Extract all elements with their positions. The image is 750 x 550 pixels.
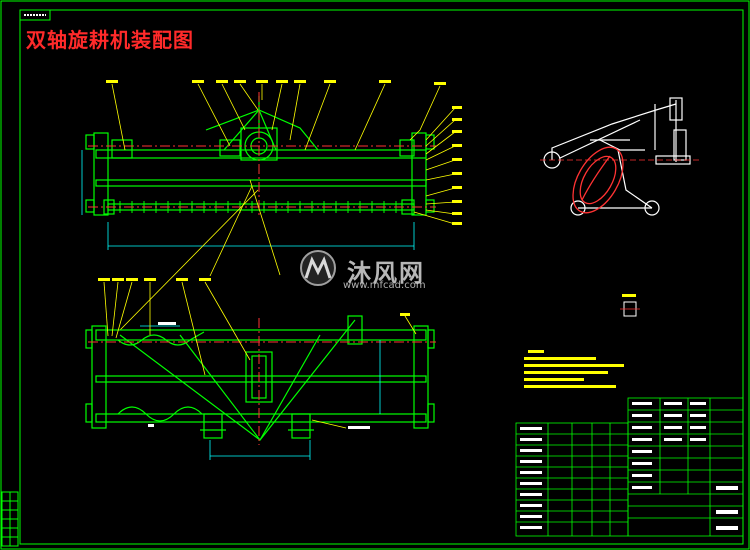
top-left-label-box [19, 9, 51, 21]
watermark-brand: 沐风网 [347, 259, 425, 287]
top-dimension-lines [140, 325, 381, 460]
top-dimension-labels [148, 322, 370, 429]
front-leader-lines [111, 83, 456, 331]
top-view [85, 278, 436, 460]
top-center-lines [88, 318, 436, 445]
detail-section [620, 294, 640, 317]
side-view [540, 97, 700, 216]
top-leader-lines [103, 281, 417, 429]
top-balloon-markers [98, 278, 410, 316]
parts-list-table [515, 397, 744, 537]
front-dimension-lines [81, 150, 415, 250]
watermark-url: www.mfcad.com [343, 280, 426, 291]
drawing-title: 双轴旋耕机装配图 [26, 28, 194, 52]
front-view [81, 80, 462, 331]
parts-list-text [520, 402, 738, 530]
technical-notes [524, 350, 624, 388]
revision-strip [1, 491, 19, 547]
front-balloon-markers [106, 80, 462, 225]
mf-logo-icon [300, 250, 336, 286]
front-center-lines [88, 92, 436, 218]
